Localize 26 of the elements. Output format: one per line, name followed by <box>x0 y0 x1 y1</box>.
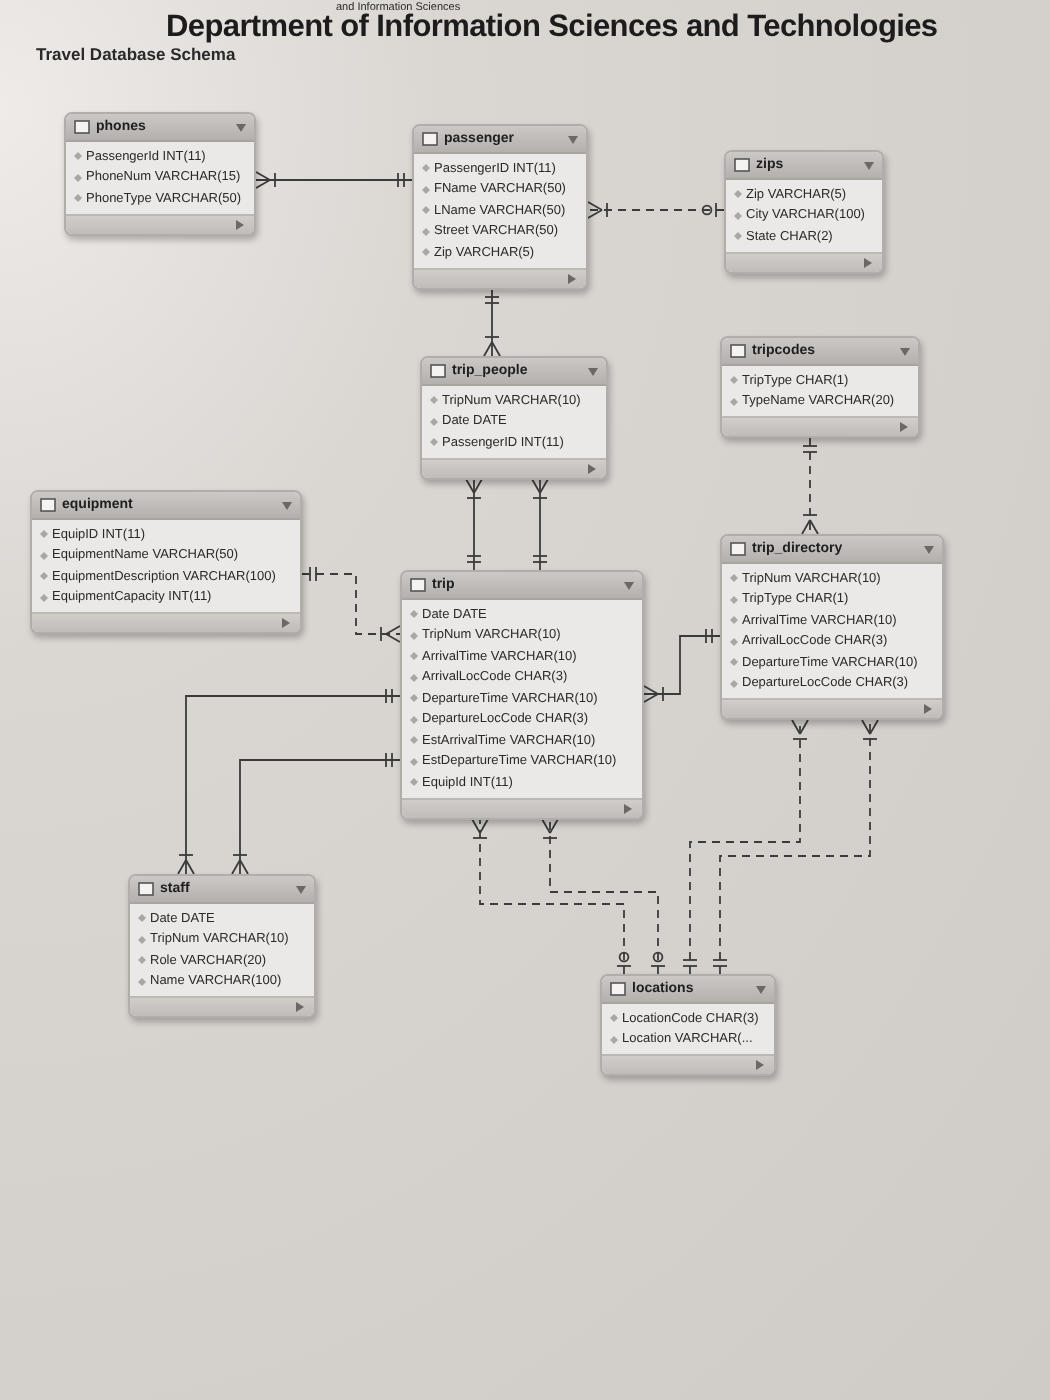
relationship-line <box>643 629 721 703</box>
relationship-line <box>683 719 809 975</box>
relationship-line <box>231 753 401 875</box>
table-card <box>420 356 608 479</box>
relationship-line <box>713 719 879 975</box>
relationship-line <box>483 288 501 357</box>
relationship-line <box>465 478 483 571</box>
table-card <box>30 490 302 634</box>
table-card <box>412 124 588 289</box>
page-title: Department of Information Sciences and Technologies <box>166 10 938 46</box>
table-card <box>128 874 316 1018</box>
table-card <box>400 570 644 819</box>
relationship-line <box>177 689 401 875</box>
relationship-line <box>587 201 725 219</box>
relationship-line <box>255 171 413 189</box>
relationship-line <box>801 437 819 535</box>
table-card <box>720 534 944 720</box>
relationship-line <box>541 818 666 975</box>
relationship-line <box>301 567 401 643</box>
table-card <box>64 112 256 235</box>
table-card <box>724 150 884 273</box>
relationship-line <box>471 818 632 975</box>
table-card <box>600 974 776 1076</box>
schema-subtitle: Travel Database Schema <box>36 44 236 64</box>
table-card <box>720 336 920 438</box>
relationship-line <box>531 478 549 571</box>
